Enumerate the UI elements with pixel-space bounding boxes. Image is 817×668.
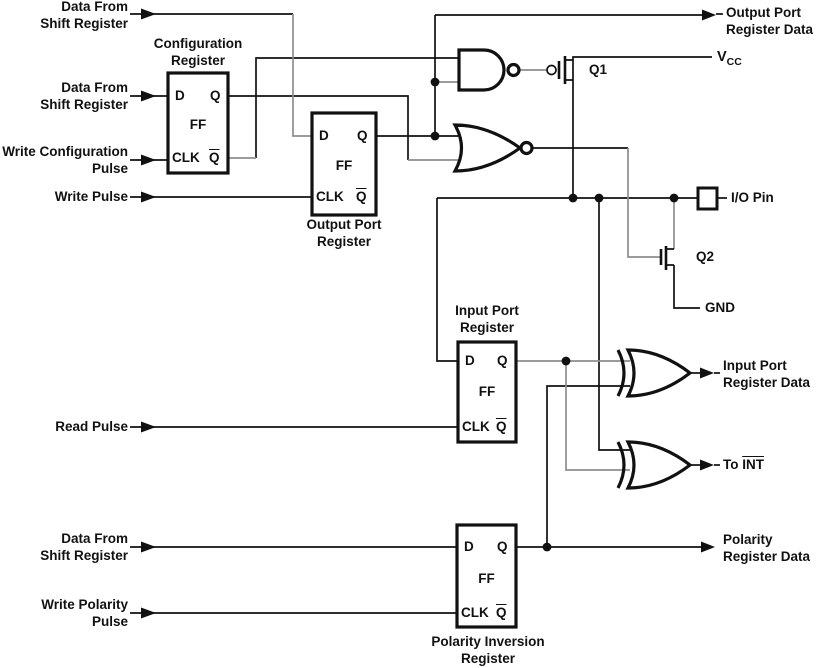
title-output-port-register: Output Port Register (306, 217, 382, 249)
pmos-q1 (546, 56, 573, 84)
arrow-input (141, 541, 156, 553)
input-ff-pin-qbar: Q (496, 419, 507, 434)
input-label-data-from-shift-register-3: Data From Shift Register (40, 531, 128, 563)
junction-dot (669, 193, 679, 203)
output-ff-pin-d: D (319, 128, 329, 143)
output-ff-pin-clk: CLK (316, 189, 344, 204)
wire-config-qbar-to-nand (255, 57, 459, 158)
logic-gates (452, 48, 693, 490)
output-ff-pin-qbar: Q (356, 189, 367, 204)
arrow-input (141, 8, 156, 20)
q1-gate-bubble (546, 64, 557, 76)
nand-bubble (506, 62, 521, 78)
arrowheads (141, 8, 716, 619)
output-ff-pin-q: Q (357, 128, 368, 143)
wire-group-black (130, 13, 727, 614)
output-label-input-port-register-data: Input Port Register Data (723, 358, 811, 390)
arrow-input (141, 421, 156, 433)
wire-vcc-q1-drain (572, 56, 712, 198)
junction-dots (430, 77, 679, 552)
output-register-box (310, 111, 378, 217)
junction-dot (561, 356, 571, 366)
arrow-input-port-data (700, 367, 714, 379)
vcc-main: V (717, 49, 727, 65)
wire-inputff-q-to-xor2 (565, 361, 630, 471)
output-label-to-int: To INT (723, 457, 764, 474)
wire-data1-to-outputff-d (292, 14, 312, 137)
input-register-box (456, 340, 518, 444)
arrow-polarity-data (701, 541, 715, 553)
output-label-output-port-register-data: Output Port Register Data (726, 5, 814, 37)
wire-config-q-to-nor (228, 95, 409, 160)
polarity-register-box (455, 523, 518, 629)
input-label-data-from-shift-register-2: Data From Shift Register (40, 80, 128, 112)
title-configuration-register: Configuration Register (153, 36, 243, 68)
arrow-input (141, 607, 156, 619)
output-label-polarity-register-data: Polarity Register Data (723, 532, 811, 564)
input-label-write-configuration-pulse: Write Configuration Pulse (2, 144, 128, 176)
config-ff-pin-qbar: Q (209, 150, 220, 165)
config-ff-pin-d: D (175, 88, 185, 103)
input-ff-pin-q: Q (497, 353, 508, 368)
config-register-box (166, 71, 230, 175)
q2-label: Q2 (696, 249, 715, 264)
arrow-to-int (700, 459, 714, 471)
q2-terminals (666, 248, 674, 266)
input-ff-pin-clk: CLK (462, 419, 490, 434)
wire-q2-source-gnd (673, 265, 700, 309)
polarity-ff-pin-qbar: Q (496, 605, 507, 620)
flipflop-boxes (166, 71, 518, 629)
input-label-data-from-shift-register-1: Data From Shift Register (40, 0, 128, 31)
input-label-write-polarity-pulse: Write Polarity Pulse (41, 597, 128, 629)
vcc-subscript: CC (726, 55, 742, 68)
input-ff-label: FF (478, 384, 496, 399)
wire-pin-to-int-xor (598, 198, 630, 451)
polarity-ff-label: FF (478, 571, 495, 586)
nor-gate (452, 123, 523, 173)
arrow-input (141, 154, 156, 166)
io-pin-symbol (696, 186, 719, 211)
junction-dot (568, 193, 578, 203)
arrow-output-port-data (702, 9, 716, 21)
nand-gate (457, 48, 506, 92)
polarity-ff-pin-clk: CLK (461, 605, 489, 620)
q1-terminals (565, 59, 573, 81)
junction-dot (594, 193, 604, 203)
vcc-label: VCC (717, 49, 742, 70)
to-int-prefix: To (723, 457, 743, 472)
wire-nor-to-q2-gate (627, 148, 661, 258)
junction-dot (542, 542, 552, 552)
arrow-input (141, 191, 156, 203)
junction-dot (430, 131, 440, 141)
wire-polarity-to-xor (546, 385, 630, 547)
wire-pin-to-inputff-d (436, 198, 458, 362)
arrow-input (141, 90, 156, 102)
config-ff-pin-clk: CLK (172, 150, 200, 165)
title-input-port-register: Input Port Register (455, 303, 519, 335)
config-ff-pin-q: Q (210, 88, 221, 103)
polarity-ff-pin-d: D (464, 539, 474, 554)
int-signal-overlined: INT (742, 457, 764, 472)
input-label-read-pulse: Read Pulse (55, 419, 128, 434)
config-ff-label: FF (189, 117, 207, 132)
io-pin-label: I/O Pin (731, 190, 774, 205)
gnd-label: GND (705, 300, 735, 315)
xor-gate-input-port (625, 348, 693, 398)
junction-dot (430, 77, 440, 87)
input-label-write-pulse: Write Pulse (54, 189, 128, 204)
polarity-ff-pin-q: Q (497, 539, 508, 554)
q1-label: Q1 (589, 62, 608, 77)
nor-bubble (519, 140, 534, 156)
title-polarity-inversion-register: Polarity Inversion Register (431, 634, 545, 666)
xor-gate-int (625, 440, 693, 490)
xor-gate-input-port-arc (616, 349, 626, 397)
input-ff-pin-d: D (465, 353, 475, 368)
output-ff-label: FF (335, 158, 353, 173)
nmos-q2 (659, 246, 674, 270)
xor-gate-int-arc (616, 441, 626, 489)
wire-group-gray (228, 14, 675, 471)
